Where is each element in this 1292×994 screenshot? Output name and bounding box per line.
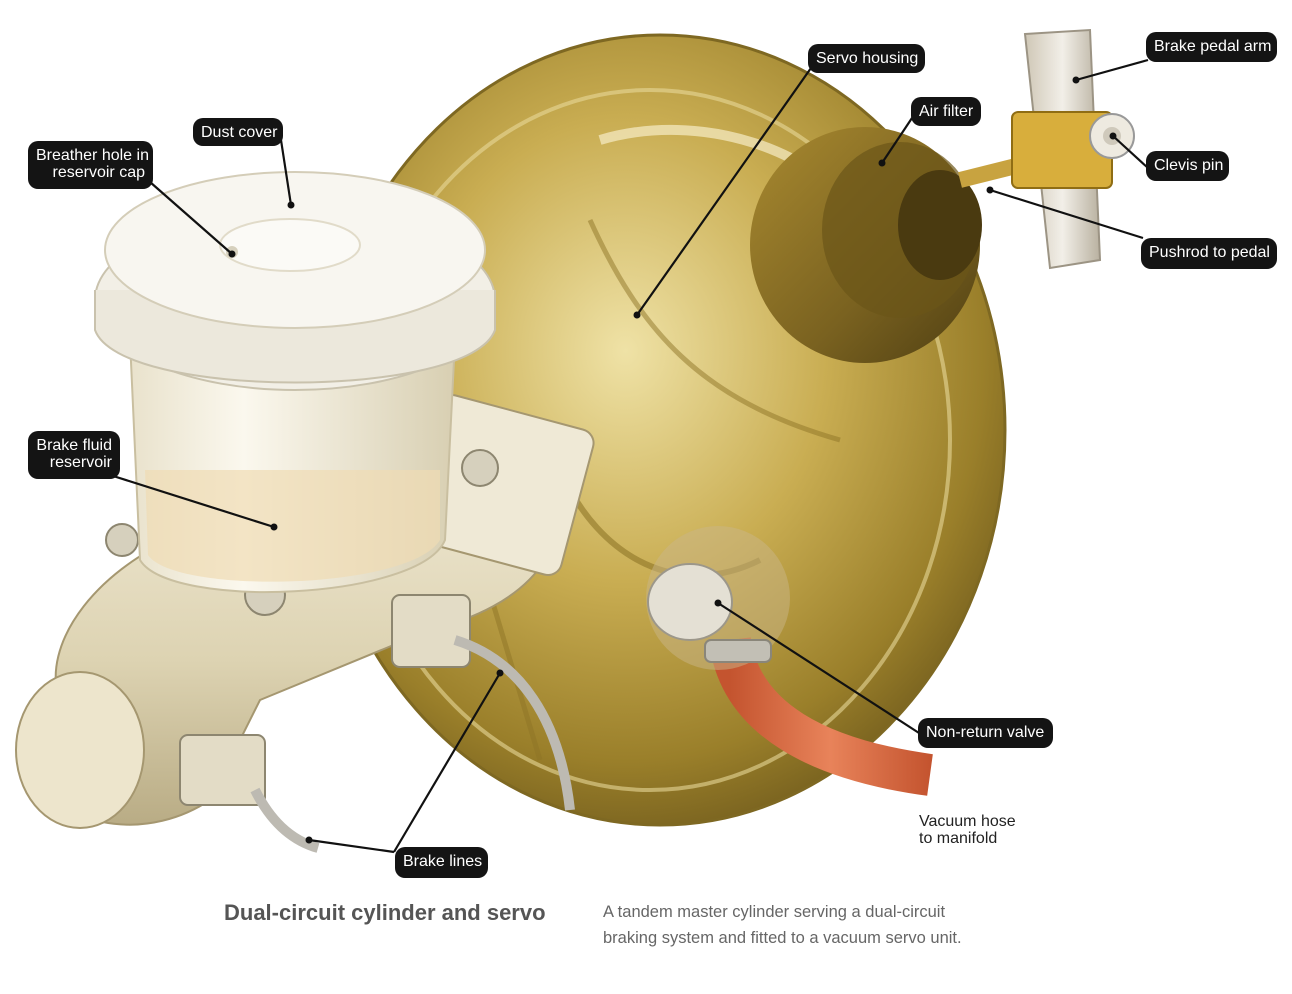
label-brake-fluid-reservoir: Brake fluid reservoir [28,431,120,479]
pedal-arm-shape [1011,28,1135,270]
label-dust-cover: Dust cover [193,118,283,146]
label-brake-lines: Brake lines [395,847,488,878]
label-servo-housing: Servo housing [808,44,925,73]
label-breather-hole: Breather hole in reservoir cap [28,141,153,189]
label-non-return-valve: Non-return valve [918,718,1053,748]
air-filter-boot-shape [750,127,982,363]
leader-lines [109,58,1149,854]
leader-dots [228,76,1117,844]
caption-title: Dual-circuit cylinder and servo [224,900,546,925]
label-air-filter: Air filter [911,97,981,126]
label-clevis-pin: Clevis pin [1146,151,1229,181]
label-vacuum-hose: Vacuum hose to manifold [919,813,1016,847]
reservoir-shape [94,171,496,593]
label-pushrod-to-pedal: Pushrod to pedal [1141,238,1277,269]
label-brake-pedal-arm: Brake pedal arm [1146,32,1277,62]
vacuum-hose-shape [646,526,933,796]
caption-text: A tandem master cylinder serving a dual-… [603,903,962,947]
